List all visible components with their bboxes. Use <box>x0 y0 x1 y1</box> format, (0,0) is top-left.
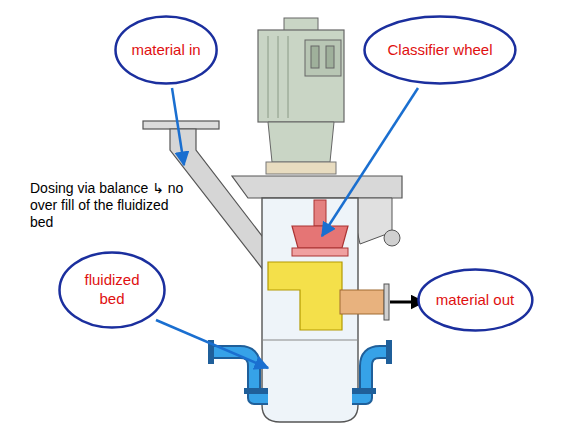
terminal <box>326 46 334 68</box>
leader-arrow <box>322 88 418 236</box>
wheel-blades <box>292 248 348 256</box>
air-pipe-outline <box>212 352 268 398</box>
callout-ellipse: material in <box>114 15 218 85</box>
pipe-flange <box>244 388 268 394</box>
fines-chamber <box>268 262 342 330</box>
terminal <box>311 46 319 68</box>
leader-arrow <box>156 320 268 368</box>
ellipse-outline <box>115 17 216 84</box>
pipe-flange <box>386 340 392 364</box>
callout-text: Classifier wheel <box>387 41 492 60</box>
callout-text: material out <box>436 291 514 310</box>
motor-fin <box>288 36 289 118</box>
air-pipe-outline <box>352 352 388 398</box>
inlet-flange <box>143 121 219 129</box>
wheel-shaft <box>314 200 326 226</box>
wheel-hub <box>292 226 348 248</box>
ellipse-outline <box>365 17 516 84</box>
callout-ellipse: material out <box>417 268 534 332</box>
hinge <box>384 230 400 246</box>
air-nozzles <box>208 340 392 398</box>
housing-seam <box>262 340 358 341</box>
callout-text: fluidized bed <box>76 271 148 309</box>
outlet-flange <box>384 284 389 320</box>
outlet-pipe <box>340 290 384 314</box>
note-text: Dosing via balance ↳ no over fill of the… <box>30 180 195 230</box>
terminal-box <box>305 40 341 76</box>
air-pipe <box>212 352 268 398</box>
pipe-flange <box>352 388 376 394</box>
motor-flange <box>268 122 334 162</box>
callout-ellipse: Classifier wheel <box>363 15 517 85</box>
motor-fin <box>268 36 269 118</box>
callout-ellipse: fluidized bed <box>58 251 166 329</box>
leader-arrow <box>172 88 184 165</box>
ellipse-outline <box>60 253 165 328</box>
callout-text: material in <box>131 41 200 60</box>
motor-fin <box>278 36 279 118</box>
ellipse-outline <box>418 270 532 331</box>
motor <box>258 18 344 174</box>
air-pipe <box>352 352 388 398</box>
coupling <box>266 162 336 174</box>
motor-body <box>258 30 344 122</box>
housing-lid <box>232 176 402 198</box>
outlet-housing <box>268 262 424 330</box>
